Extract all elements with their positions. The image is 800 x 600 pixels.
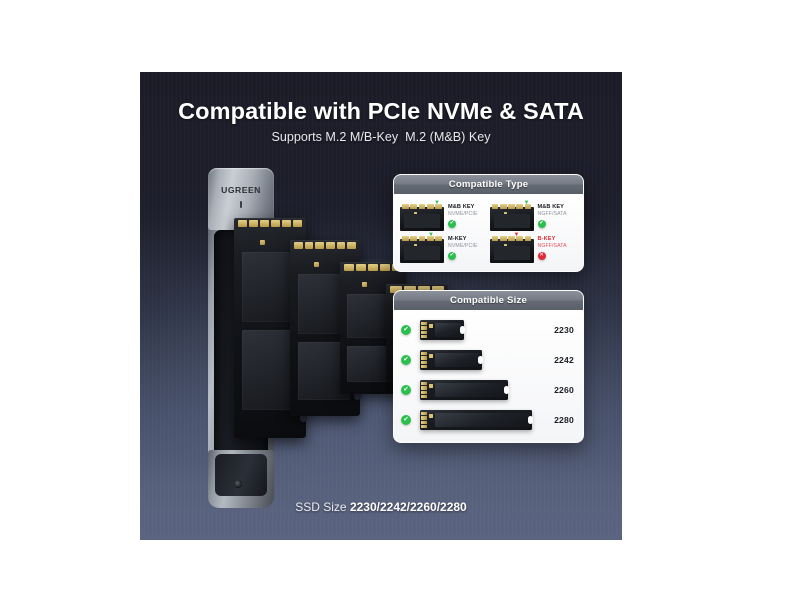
ssd-notch: [300, 413, 307, 422]
compatible-size-heading: Compatible Size: [394, 291, 583, 310]
enclosure-screw: [234, 480, 242, 488]
ssd-gold-pins: [386, 284, 448, 293]
size-row: ✔ 2230: [394, 315, 583, 345]
ssd-size-graphic: [420, 350, 483, 370]
check-icon: ✔: [401, 415, 411, 425]
ssd-size-graphic: [420, 320, 465, 340]
size-label: 2280: [554, 415, 574, 425]
ssd-gold-pad: [314, 262, 319, 267]
m2-board-graphic: ▼: [400, 232, 444, 263]
ssd-notch: [354, 391, 361, 400]
brand-logo: UGREEN: [221, 185, 261, 195]
type-key-label: M-KEY: [448, 236, 467, 242]
size-label: 2230: [554, 325, 574, 335]
check-icon: ✔: [401, 385, 411, 395]
gold-pins: [402, 204, 442, 209]
compatible-type-panel: Compatible Type ▼ M&B KEY NVME/PCIE ✔: [393, 174, 584, 272]
status-badge: ✔: [448, 220, 456, 228]
type-key-label: M&B KEY: [448, 204, 475, 210]
type-interface-label: NGFF/SATA: [537, 211, 567, 217]
type-item: ▼ M&B KEY NVME/PCIE ✔: [400, 200, 488, 231]
ssd-gold-pad: [362, 282, 367, 287]
gold-pins: [421, 322, 427, 338]
ssd-notch: [478, 356, 483, 364]
type-interface-label: NVME/PCIE: [448, 211, 478, 217]
gold-pins: [421, 412, 427, 428]
notch-arrow-icon: ▼: [428, 232, 434, 238]
compatible-type-grid: ▼ M&B KEY NVME/PCIE ✔ ▼: [394, 194, 583, 271]
status-badge: ✕: [537, 252, 546, 260]
type-item: ▼ M&B KEY NGFF/SATA ✔: [489, 200, 578, 231]
notch-arrow-icon: ▼: [513, 232, 520, 238]
footer-sizes: 2230/2242/2260/2280: [349, 500, 467, 514]
ssd-notch: [528, 416, 533, 424]
ssd-chip: [242, 330, 296, 410]
type-item: ▼ B-KEY NGFF/SATA ✕: [489, 232, 578, 263]
ssd-size-graphic: [420, 380, 509, 400]
size-label: 2242: [554, 355, 574, 365]
size-label: 2260: [554, 385, 574, 395]
check-icon: ✔: [401, 355, 411, 365]
gold-pins: [421, 382, 427, 398]
type-item: ▼ M-KEY NVME/PCIE ✔: [400, 232, 488, 263]
compatible-size-panel: Compatible Size ✔ 2230 ✔: [393, 290, 584, 443]
ssd-notch: [504, 386, 509, 394]
status-badge: ✔: [537, 220, 546, 228]
notch-arrow-icon: ▼: [434, 200, 440, 206]
status-badge: ✔: [448, 252, 456, 260]
gold-pins: [491, 204, 532, 209]
type-interface-label: NVME/PCIE: [448, 243, 478, 249]
m2-board-graphic: ▼: [489, 200, 534, 231]
m2-board-graphic: ▼: [400, 200, 444, 231]
m2-board-graphic: ▼: [489, 232, 534, 263]
page-title: Compatible with PCIe NVMe & SATA: [178, 98, 584, 124]
ssd-chip: [242, 252, 296, 322]
size-row: ✔ 2260: [394, 375, 583, 405]
type-key-label: M&B KEY: [537, 204, 564, 210]
type-key-label: B-KEY: [537, 236, 556, 242]
led-indicator: [240, 201, 242, 208]
ssd-gold-pins: [290, 240, 360, 249]
ssd-notch: [460, 326, 465, 334]
gold-pins: [491, 236, 532, 241]
enclosure-bottom-interior: [215, 454, 267, 496]
compatible-type-heading: Compatible Type: [394, 175, 583, 194]
size-row: ✔ 2280: [394, 405, 583, 435]
type-interface-label: NGFF/SATA: [537, 243, 567, 249]
gold-pins: [421, 352, 427, 368]
size-row: ✔ 2242: [394, 345, 583, 375]
page-subtitle: Supports M.2 M/B-Key M.2 (M&B) Key: [271, 130, 491, 144]
ssd-gold-pad: [260, 240, 265, 245]
footer-prefix: SSD Size: [295, 500, 350, 514]
check-icon: ✔: [401, 325, 411, 335]
product-infographic-canvas: Compatible with PCIe NVMe & SATA Support…: [140, 72, 622, 540]
ssd-size-graphic: [420, 410, 533, 430]
ssd-gold-pins: [234, 218, 306, 227]
notch-arrow-icon: ▼: [523, 200, 530, 206]
footer-caption: SSD Size 2230/2242/2260/2280: [140, 500, 622, 514]
gold-pins: [402, 236, 442, 241]
